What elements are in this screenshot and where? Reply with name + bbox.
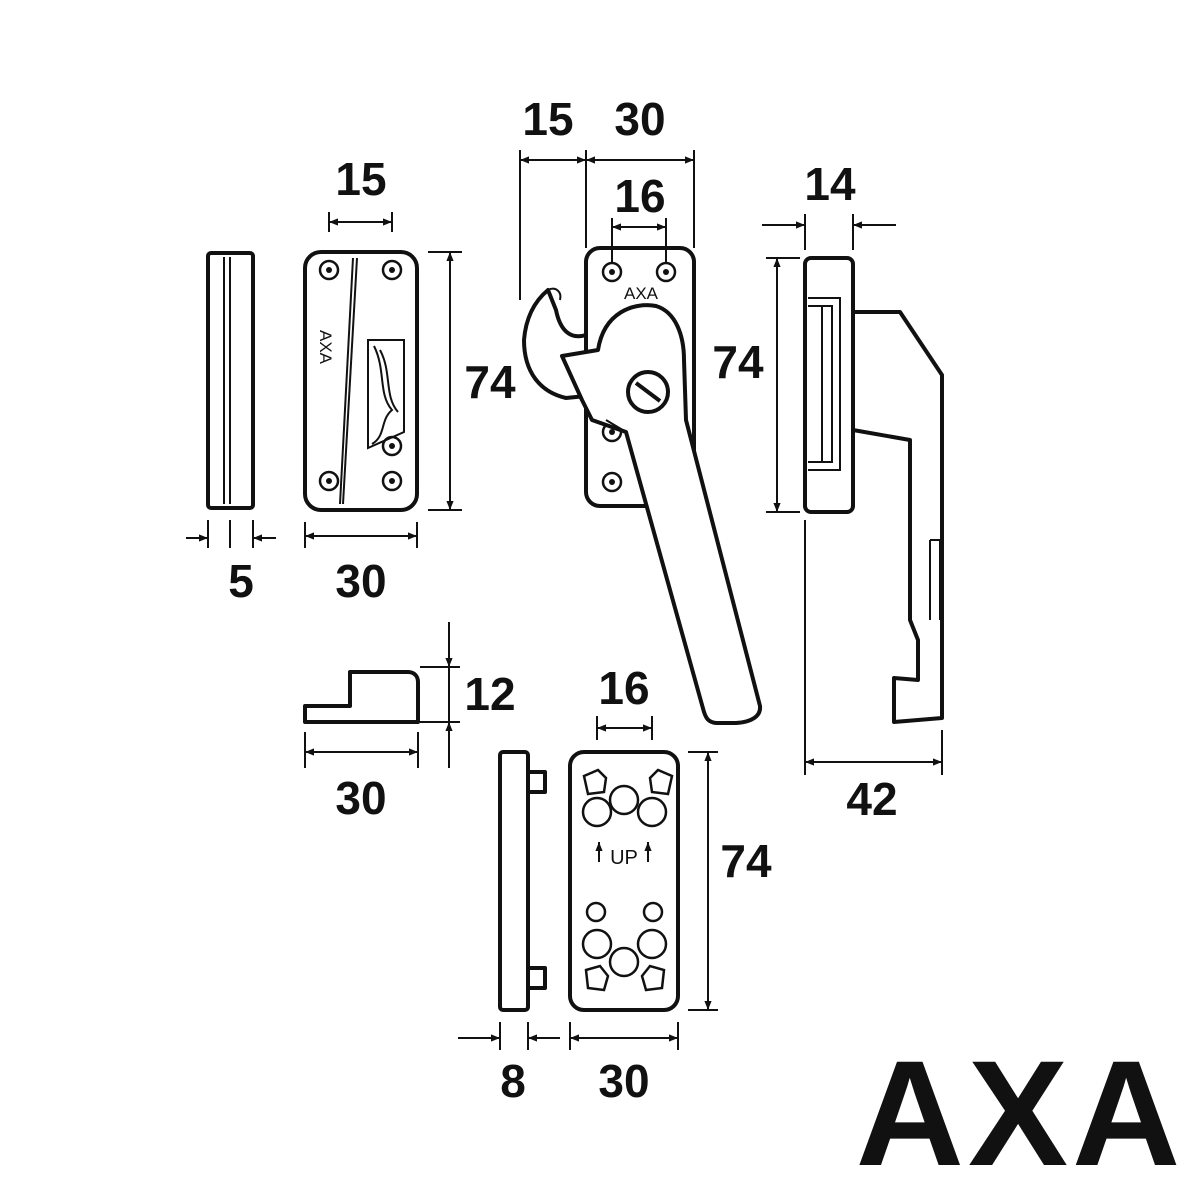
spacer-width-label: 30	[598, 1055, 649, 1107]
dimension-handle-reach: 15	[519, 93, 587, 300]
dimension-spacer-height: 74	[688, 751, 772, 1011]
handle-height-label: 74	[712, 336, 764, 388]
side-depth-label: 42	[846, 773, 897, 825]
dimension-handle-width: 30	[586, 93, 695, 248]
dimension-side-depth: 42	[804, 520, 943, 825]
dimension-side-height	[766, 257, 800, 513]
dimension-spacer-thickness: 8	[458, 1022, 560, 1107]
dimension-handle-hole-spacing: 16	[611, 170, 667, 262]
keeper-brand-text: AXA	[316, 330, 335, 365]
dimension-keeper-slot: 15	[328, 153, 393, 232]
spacer-plate: UP	[568, 750, 680, 1012]
handle-front-view: AXA	[522, 246, 763, 725]
dimension-spacer-hole-spacing: 16	[596, 662, 653, 740]
keeper-height-label: 74	[464, 356, 516, 408]
dimension-side-thickness: 14	[762, 158, 896, 250]
handle-side-view	[803, 256, 944, 724]
dimension-keeper-width: 30	[304, 522, 418, 607]
spacer-hole-spacing-label: 16	[598, 662, 649, 714]
wedge-height-label: 12	[464, 668, 515, 720]
spacer-side-view	[498, 750, 547, 1012]
dimension-wedge-height: 12	[420, 622, 516, 768]
wedge-width-label: 30	[335, 772, 386, 824]
keeper-thickness-label: 5	[228, 555, 254, 607]
handle-brand-text: AXA	[624, 284, 659, 303]
handle-hole-spacing-label: 16	[614, 170, 665, 222]
keeper-width-label: 30	[335, 555, 386, 607]
keeper-plate: AXA	[303, 250, 419, 512]
spacer-thickness-label: 8	[500, 1055, 526, 1107]
wedge-part	[303, 670, 420, 724]
keeper-side-view	[206, 251, 255, 510]
axa-logo: AXA	[856, 1029, 1185, 1197]
dimension-spacer-width: 30	[569, 1022, 679, 1107]
dimension-keeper-height: 74	[428, 251, 516, 511]
dimension-wedge-width: 30	[304, 732, 419, 824]
side-thickness-label: 14	[804, 158, 856, 210]
handle-width-label: 30	[614, 93, 665, 145]
up-marker: UP	[610, 847, 638, 869]
dimension-keeper-thickness: 5	[186, 520, 276, 607]
handle-reach-label: 15	[522, 93, 573, 145]
spacer-height-label: 74	[720, 835, 772, 887]
keeper-slot-label: 15	[335, 153, 386, 205]
